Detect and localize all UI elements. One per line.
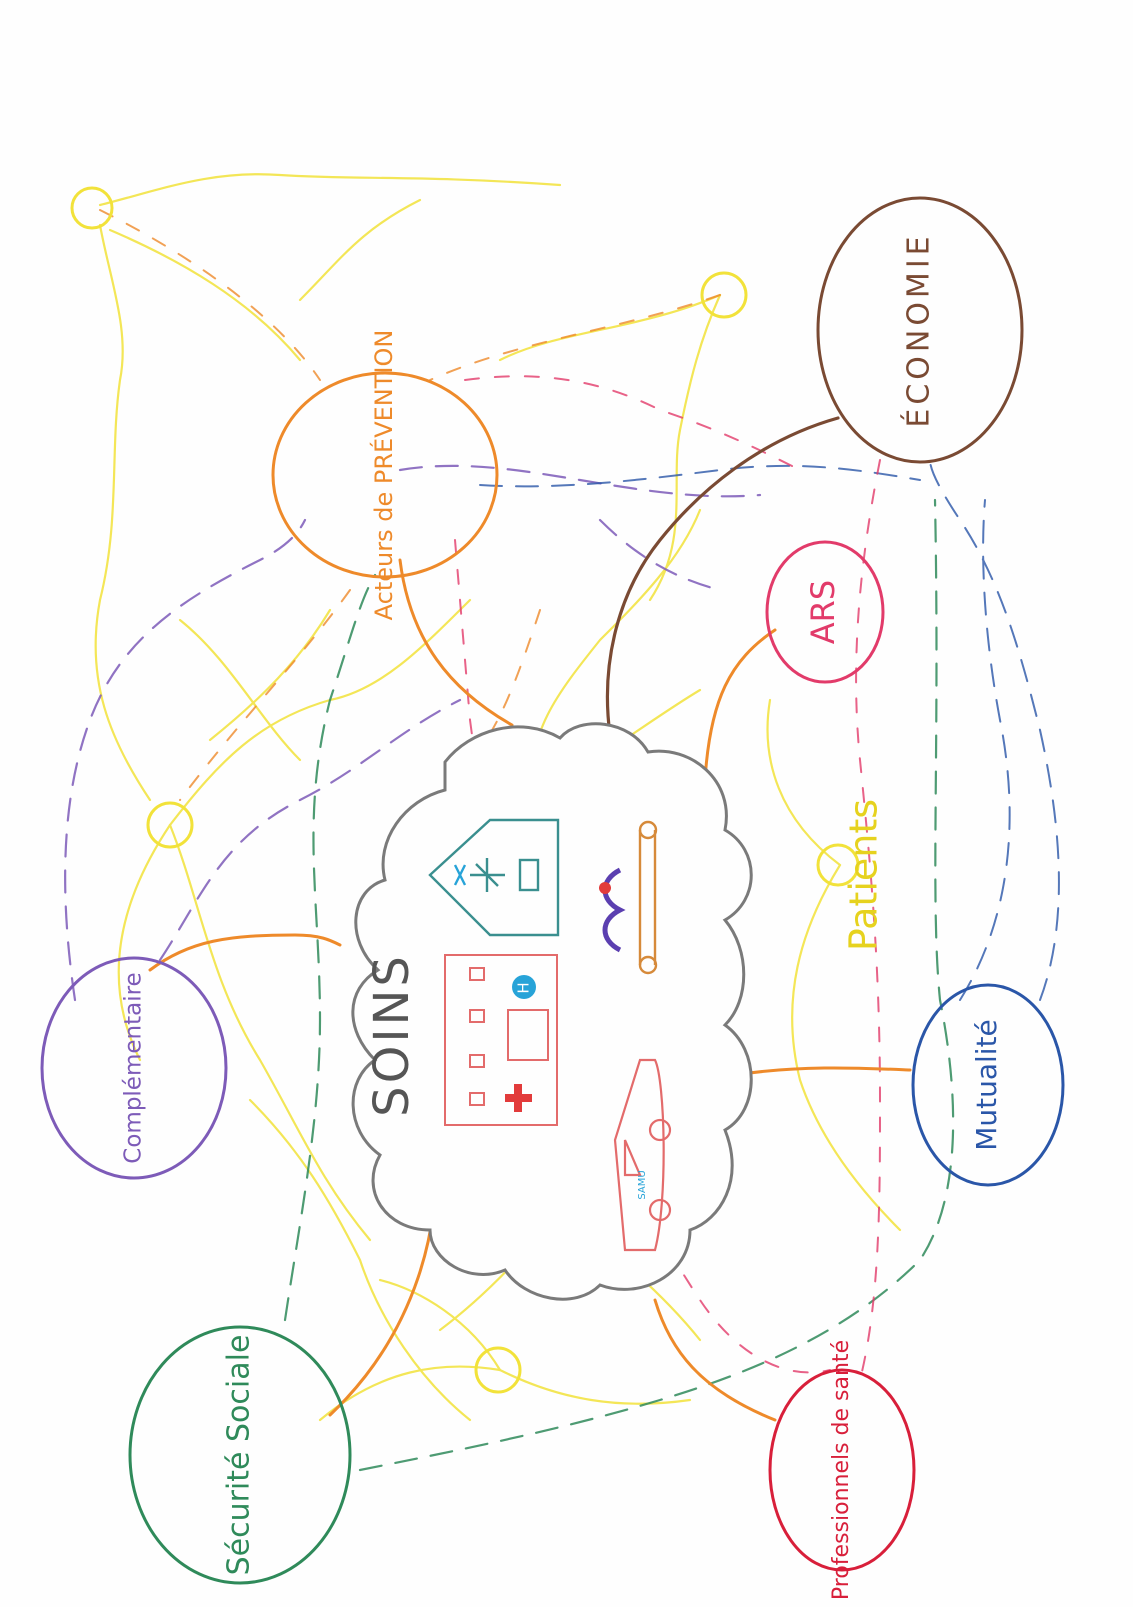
patients-label: Patients <box>842 799 886 951</box>
patient-node <box>702 273 746 317</box>
patient-node <box>72 188 112 228</box>
soins-node: SOINS H <box>353 724 751 1299</box>
acteurs-prevention-label: Acteurs de PRÉVENTION <box>369 330 398 621</box>
economie-label: ÉCONOMIE <box>901 232 937 427</box>
securite-sociale-label: Sécurité Sociale <box>222 1335 257 1576</box>
complementaire-node: Complémentaire <box>42 958 226 1178</box>
acteurs-prevention-node: Acteurs de PRÉVENTION <box>273 330 497 621</box>
ars-node: ARS <box>767 542 883 682</box>
mutualite-node: Mutualité <box>913 985 1063 1185</box>
securite-sociale-node: Sécurité Sociale <box>130 1327 350 1583</box>
ars-label: ARS <box>804 580 842 644</box>
hospital-badge-icon: H <box>512 975 536 999</box>
prevention-dashed-links <box>100 210 720 800</box>
ambulance-badge: SAMU <box>637 1170 648 1199</box>
professionnels-node: Professionnels de santé <box>770 1340 914 1600</box>
soins-label: SOINS <box>364 953 420 1117</box>
complementaire-label: Complémentaire <box>121 972 147 1163</box>
mutualite-label: Mutualité <box>970 1019 1003 1151</box>
professionnels-label: Professionnels de santé <box>829 1340 854 1600</box>
hospital-badge: H <box>515 982 533 993</box>
economie-node: ÉCONOMIE <box>818 198 1022 462</box>
